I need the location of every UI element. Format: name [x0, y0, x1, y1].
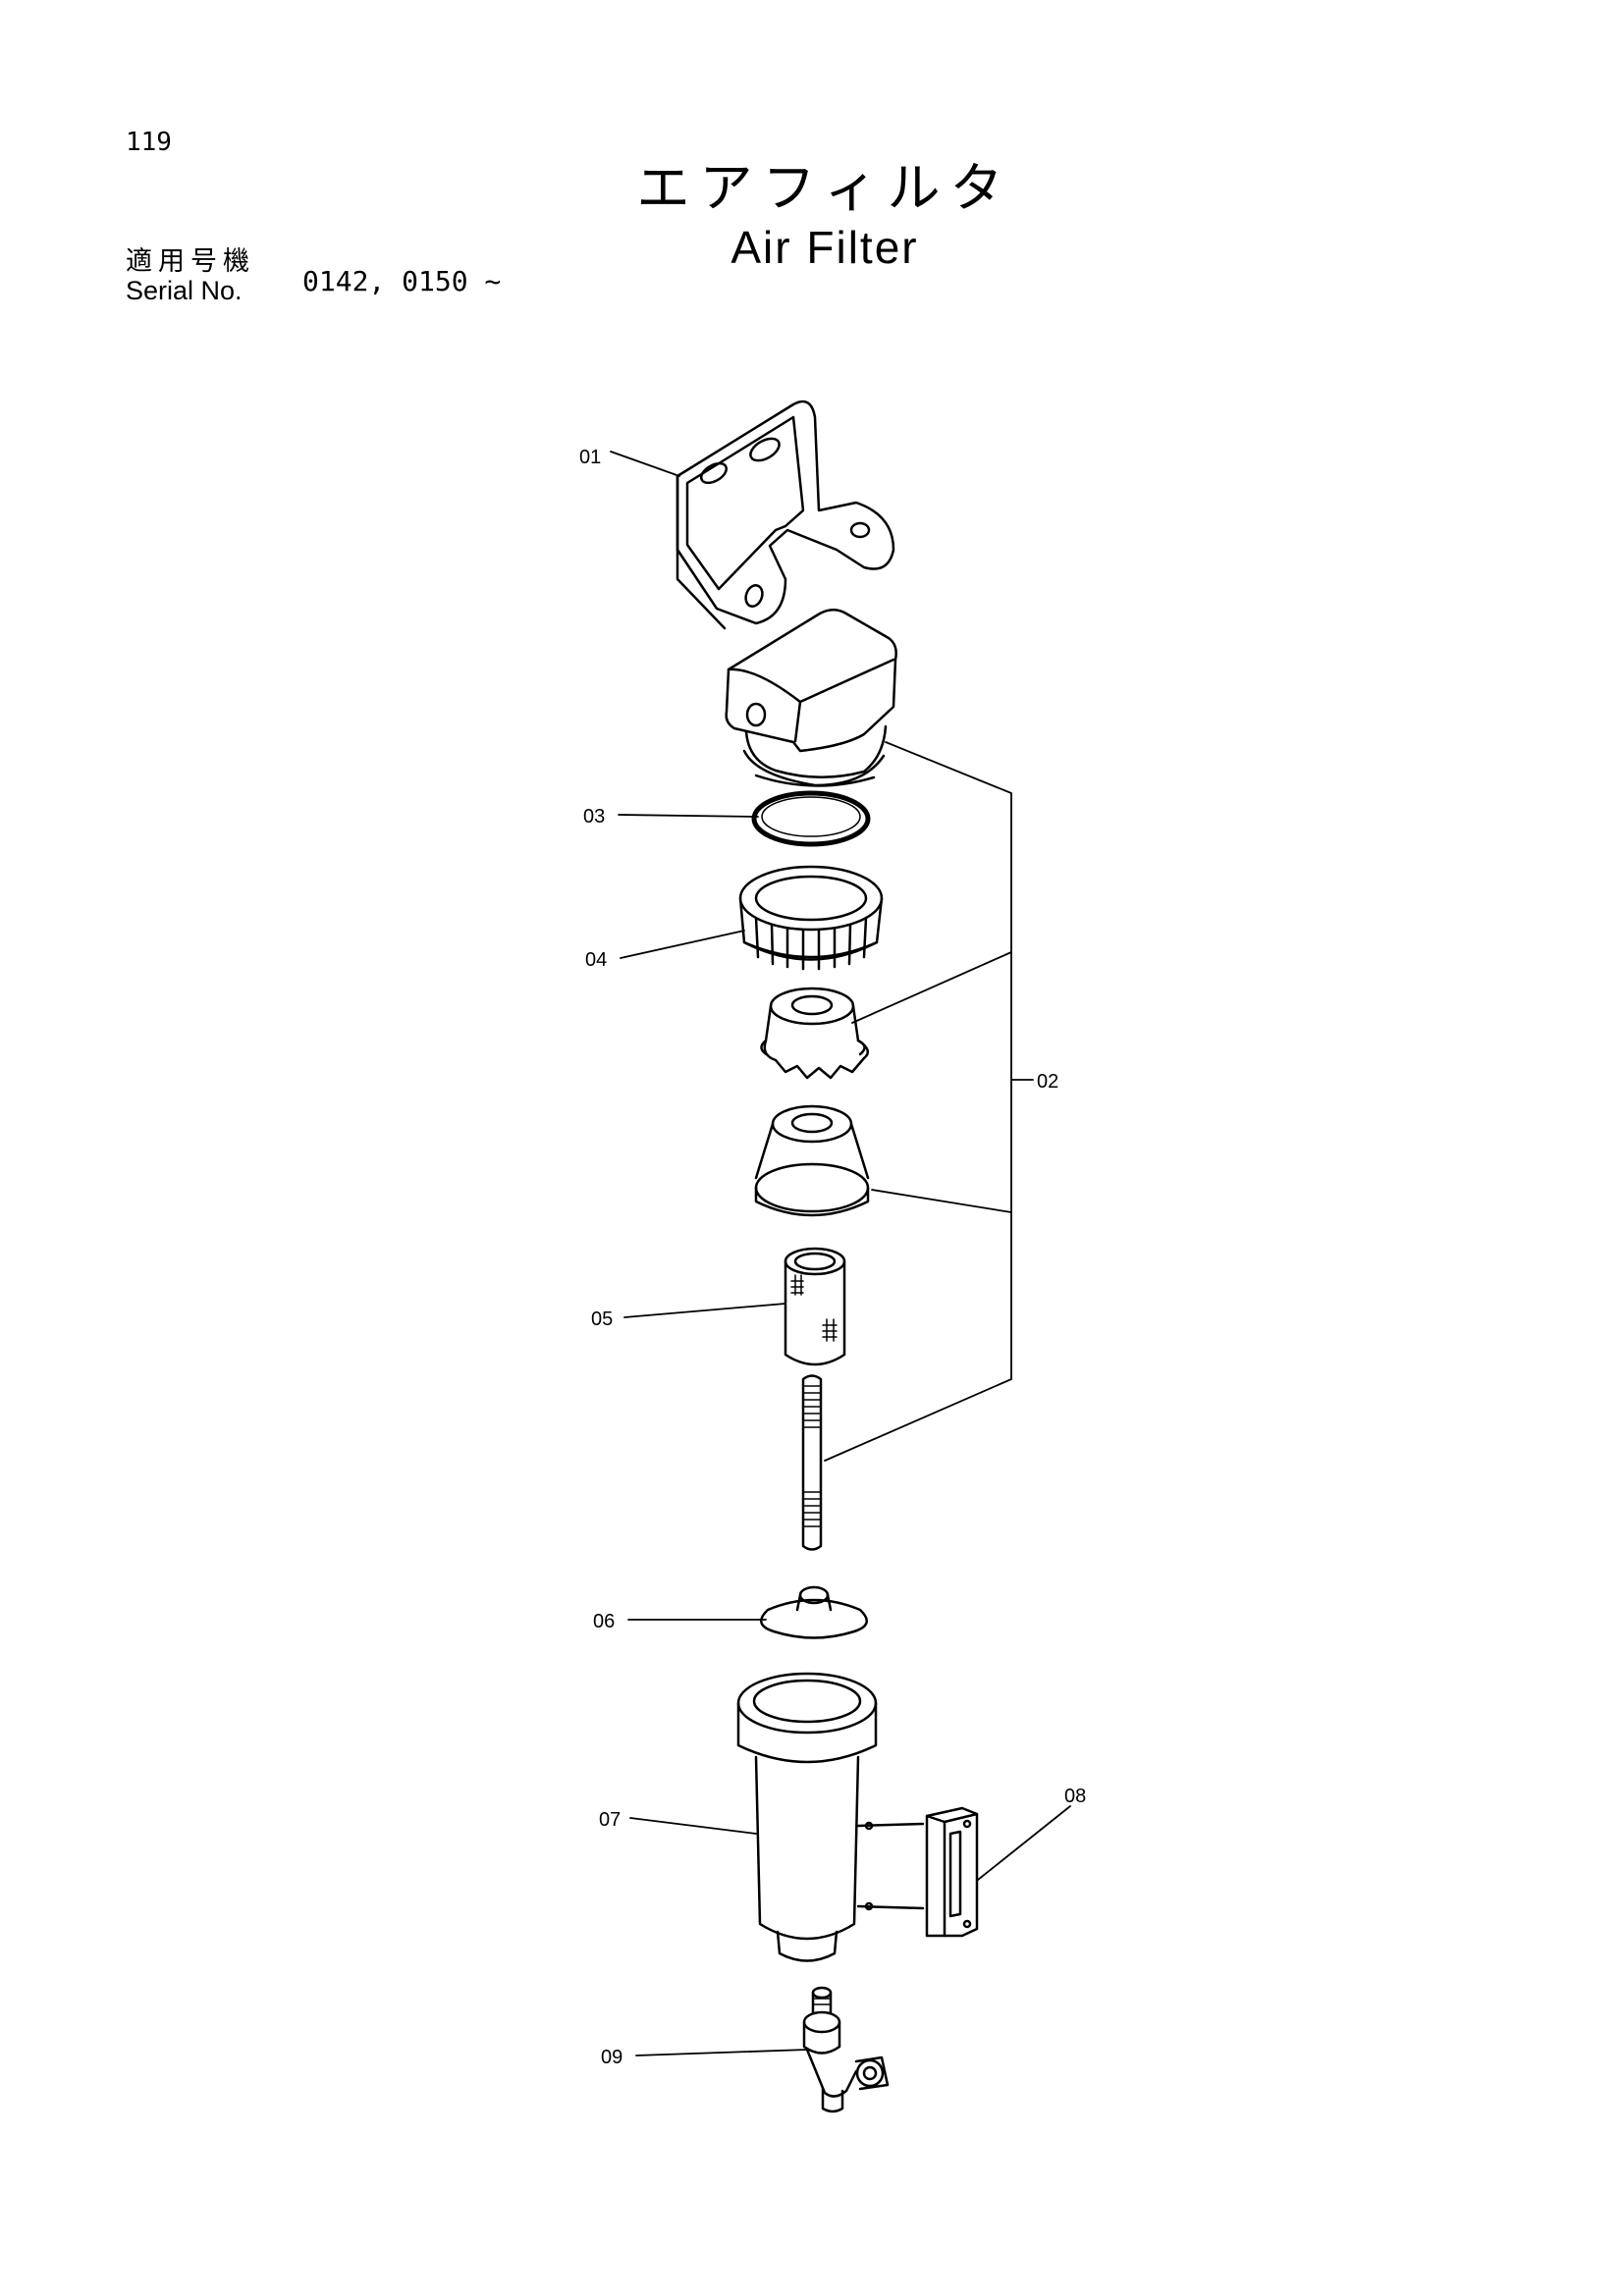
title-block: エアフィルタ Air Filter [550, 157, 1100, 275]
label-07: 07 [599, 1809, 621, 1831]
center-stud-part [801, 1374, 823, 1551]
filter-bowl-part [736, 1672, 925, 1962]
cone-deflector-part [754, 1104, 870, 1217]
drain-cock-part [802, 1986, 890, 2113]
sight-window-part [925, 1806, 979, 1938]
label-06: 06 [593, 1611, 615, 1632]
bracket-part [676, 400, 895, 630]
serial-number-value: 0142, 0150 ~ [302, 265, 502, 297]
label-03: 03 [583, 806, 605, 828]
ring-nut-part [738, 865, 884, 971]
part-labels: 01 02 03 04 05 06 07 08 09 [579, 447, 1086, 2068]
filter-head-part [725, 609, 897, 787]
label-09: 09 [601, 2047, 622, 2068]
label-02: 02 [1037, 1071, 1058, 1093]
label-01: 01 [579, 447, 601, 468]
label-08: 08 [1064, 1786, 1086, 1807]
title-english: Air Filter [730, 222, 919, 273]
label-04: 04 [585, 949, 607, 971]
baffle-cap-part [760, 987, 870, 1080]
serial-label-english: Serial No. [126, 276, 243, 305]
serial-label-block: 適用号機 Serial No. [126, 246, 255, 305]
diaphragm-part [760, 1585, 868, 1639]
label-05: 05 [591, 1308, 613, 1330]
serial-label-japanese: 適用号機 [126, 246, 255, 277]
filter-element-part [784, 1247, 846, 1366]
o-ring-part [751, 790, 871, 847]
leader-lines [610, 451, 1071, 2056]
page-number: 119 [126, 128, 172, 157]
title-japanese: エアフィルタ [636, 157, 1013, 219]
